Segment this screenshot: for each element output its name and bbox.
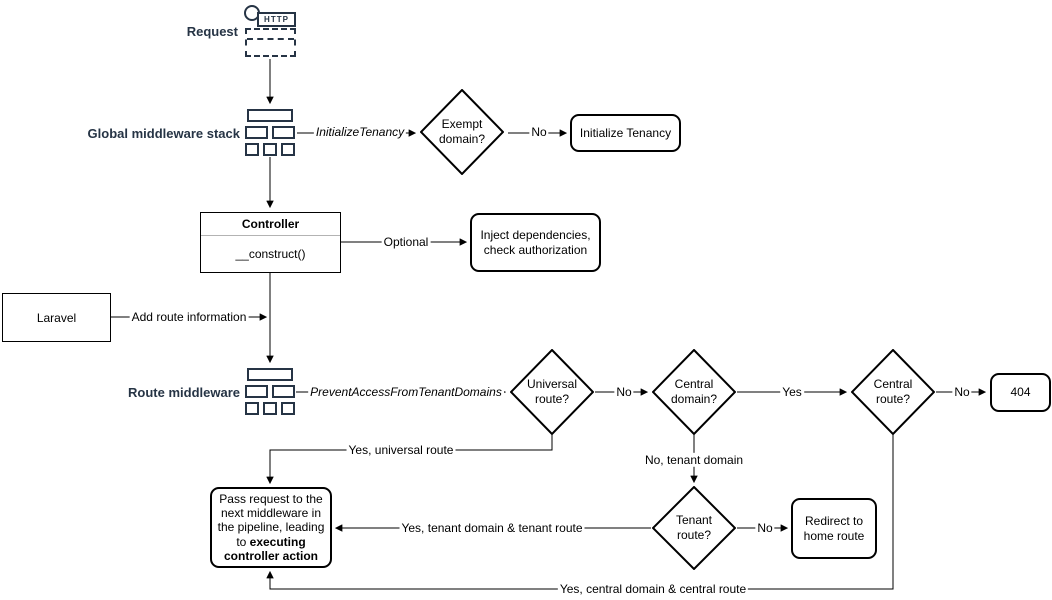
edge-label-central-domain-yes: Yes (780, 384, 804, 400)
decision-central-domain: Central domain? (652, 349, 736, 435)
decision-exempt-domain: Exempt domain? (420, 89, 504, 175)
initialize-tenancy-box: Initialize Tenancy (570, 114, 681, 152)
edge-label-yes-universal-route: Yes, universal route (346, 442, 456, 458)
edge-label-yes-central-domain-route: Yes, central domain & central route (557, 581, 749, 597)
edge-label-tenant-no: No (755, 520, 775, 536)
decision-tenant-route: Tenant route? (652, 486, 736, 570)
controller-title: Controller (201, 213, 340, 236)
decision-universal-route: Universal route? (510, 349, 594, 435)
edge-label-prevent-access: PreventAccessFromTenantDomains (308, 384, 504, 400)
edge-label-yes-tenant-domain-route: Yes, tenant domain & tenant route (399, 520, 585, 536)
edge-label-add-route-information: Add route information (129, 309, 249, 325)
inject-dependencies-box: Inject dependencies, check authorization (470, 213, 601, 272)
decision-exempt-domain-label: Exempt domain? (438, 117, 486, 146)
request-label: Request (186, 24, 238, 39)
pass-request-box: Pass request to the next middleware in t… (210, 487, 332, 568)
edge-label-central-route-no: No (952, 384, 972, 400)
edge-label-initialize-tenancy: InitializeTenancy (313, 124, 407, 140)
pass-request-text: Pass request to the next middleware in t… (217, 491, 325, 564)
laravel-box: Laravel (2, 293, 111, 342)
decision-tenant-route-label: Tenant route? (675, 513, 713, 542)
request-body-icon (245, 28, 296, 57)
error-404-box: 404 (990, 373, 1051, 412)
global-middleware-stack-label: Global middleware stack (87, 126, 240, 141)
edge-label-universal-no: No (614, 384, 634, 400)
edge-label-optional: Optional (381, 234, 431, 250)
global-middleware-stack-icon (245, 109, 295, 156)
http-request-icon: HTTP (244, 4, 296, 59)
request-body-divider (247, 38, 294, 40)
decision-universal-route-label: Universal route? (526, 377, 577, 406)
route-middleware-stack-icon (245, 368, 295, 415)
redirect-home-box: Redirect to home route (791, 498, 877, 559)
decision-central-route: Central route? (851, 349, 935, 435)
edge-label-exempt-no: No (529, 124, 549, 140)
decision-central-domain-label: Central domain? (670, 377, 718, 406)
edge-label-no-tenant-domain: No, tenant domain (642, 452, 746, 468)
http-badge: HTTP (257, 12, 296, 27)
controller-member: __construct() (235, 247, 306, 261)
route-middleware-label: Route middleware (128, 385, 240, 400)
decision-central-route-label: Central route? (873, 377, 913, 406)
pass-request-bold-text: executing controller action (223, 534, 318, 564)
controller-class-box: Controller __construct() (200, 212, 341, 273)
